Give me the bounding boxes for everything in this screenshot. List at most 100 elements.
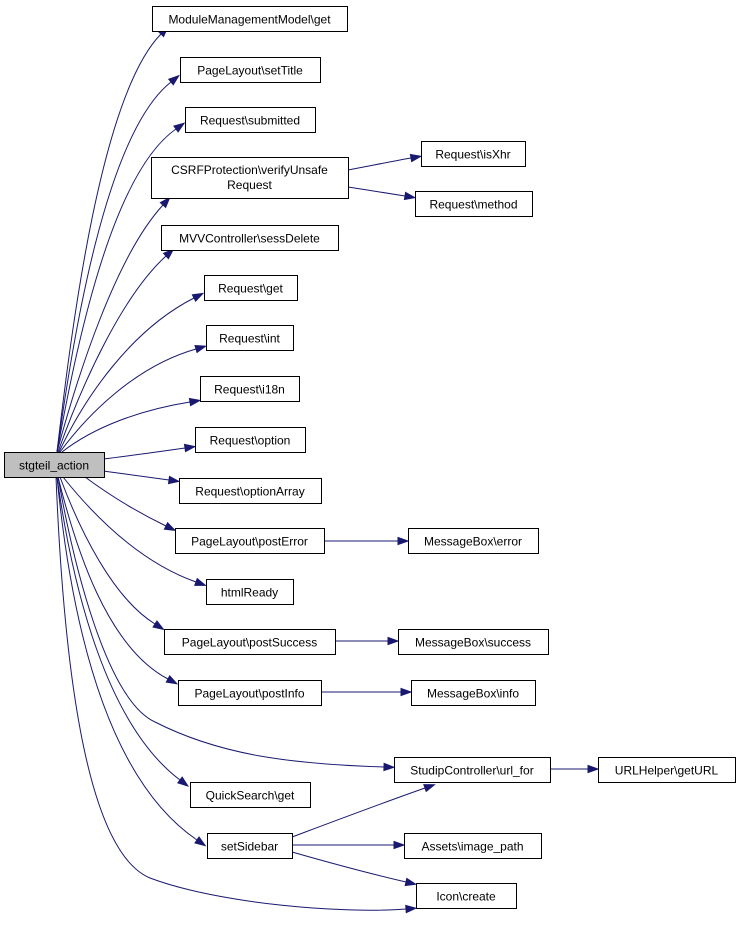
edge-line <box>56 476 198 841</box>
edge-pl_posterror-to-mb_error <box>324 536 410 546</box>
node-box <box>185 107 316 133</box>
node-setsidebar[interactable]: setSidebar <box>207 833 293 859</box>
node-label: Request\isXhr <box>435 148 510 162</box>
node-label: MessageBox\error <box>424 535 522 549</box>
edge-arrowhead <box>152 620 165 631</box>
node-box <box>190 782 311 808</box>
node-label: stgteil_action <box>19 459 89 473</box>
node-assets-imagepath[interactable]: Assets\image_path <box>404 833 542 859</box>
node-mb-error[interactable]: MessageBox\error <box>408 528 539 554</box>
edge-root-to-setsidebar <box>56 476 207 847</box>
node-box <box>415 191 533 217</box>
node-mvc-sessdelete[interactable]: MVVController\sessDelete <box>161 225 339 251</box>
edge-arrowhead <box>397 536 410 546</box>
node-box <box>416 883 517 909</box>
edge-setsidebar-to-icon_create <box>291 851 418 887</box>
node-label: PageLayout\postError <box>191 535 308 549</box>
edge-root-to-req_submitted <box>56 122 186 453</box>
node-req-int[interactable]: Request\int <box>206 325 294 351</box>
node-label: ModuleManagementModel\get <box>168 13 331 27</box>
node-label: Request\method <box>429 198 517 212</box>
node-pl-settitle[interactable]: PageLayout\setTitle <box>180 57 321 83</box>
edge-arrowhead <box>163 521 177 532</box>
edge-line <box>58 297 195 453</box>
node-box <box>4 452 105 478</box>
node-box <box>164 629 336 655</box>
node-box <box>204 275 298 301</box>
edge-root-to-req_i18n <box>61 397 202 453</box>
edge-line <box>56 476 181 781</box>
node-qs-get[interactable]: QuickSearch\get <box>190 782 311 808</box>
node-urlh-geturl[interactable]: URLHelper\getURL <box>598 757 736 783</box>
node-sc-urlfor[interactable]: StudipController\url_for <box>394 757 551 783</box>
edge-line <box>55 476 407 911</box>
node-icon-create[interactable]: Icon\create <box>416 883 517 909</box>
node-box <box>411 680 536 706</box>
edge-arrowhead <box>167 475 181 485</box>
edge-arrowhead <box>423 784 436 793</box>
node-pl-posterror[interactable]: PageLayout\postError <box>175 528 325 554</box>
node-box <box>207 833 293 859</box>
node-req-get[interactable]: Request\get <box>204 275 298 301</box>
node-label: QuickSearch\get <box>206 789 295 803</box>
node-req-option[interactable]: Request\option <box>195 427 306 453</box>
edge-root-to-htmlready <box>62 476 207 586</box>
edge-line <box>291 787 426 838</box>
edge-line <box>347 157 412 171</box>
node-req-optionarray[interactable]: Request\optionArray <box>179 478 322 504</box>
node-label: Request\i18n <box>214 383 285 397</box>
node-box <box>179 478 322 504</box>
edge-arrowhead <box>409 153 423 163</box>
node-box <box>404 833 542 859</box>
node-req-i18n[interactable]: Request\i18n <box>200 376 300 402</box>
edge-sc_urlfor-to-urlh_geturl <box>550 764 600 774</box>
edge-root-to-icon_create <box>55 476 418 914</box>
node-label: CSRFProtection\verifyUnsafe <box>171 163 328 177</box>
edge-root-to-sc_urlfor <box>57 476 396 772</box>
node-box <box>180 57 321 83</box>
edge-arrowhead <box>188 397 202 407</box>
edge-root-to-pl_postsuccess <box>59 476 165 631</box>
node-box <box>195 427 306 453</box>
node-label: Icon\create <box>436 890 496 904</box>
node-req-isxhr[interactable]: Request\isXhr <box>421 141 526 167</box>
edge-arrowhead <box>194 344 208 354</box>
edge-line <box>56 33 162 453</box>
edge-arrowhead <box>403 191 417 201</box>
node-box <box>200 376 300 402</box>
edge-arrowhead <box>387 636 400 646</box>
node-box <box>398 629 549 655</box>
node-label: Request\int <box>219 332 280 346</box>
node-label: PageLayout\setTitle <box>197 64 303 78</box>
edge-root-to-mvc_sessdelete <box>57 248 175 453</box>
edge-line <box>62 476 197 583</box>
node-req-submitted[interactable]: Request\submitted <box>185 107 316 133</box>
edge-root-to-qs_get <box>56 476 190 787</box>
edge-arrowhead <box>194 577 207 586</box>
node-label: MVVController\sessDelete <box>179 232 320 246</box>
edge-root-to-pl_posterror <box>84 476 177 532</box>
node-label: StudipController\url_for <box>410 764 533 778</box>
edge-csrf-to-req_method <box>347 186 417 201</box>
edge-arrowhead <box>393 840 406 850</box>
node-label: MessageBox\info <box>427 687 519 701</box>
node-mb-success[interactable]: MessageBox\success <box>398 629 549 655</box>
node-box <box>175 528 325 554</box>
edge-arrowhead <box>173 122 186 133</box>
edge-root-to-req_optionarray <box>102 470 181 485</box>
node-box <box>394 757 551 783</box>
node-box <box>206 325 294 351</box>
node-req-method[interactable]: Request\method <box>415 191 533 217</box>
node-label: Request\get <box>218 282 283 296</box>
node-label: MessageBox\success <box>415 636 531 650</box>
node-htmlready[interactable]: htmlReady <box>206 579 294 605</box>
node-root[interactable]: stgteil_action <box>4 452 105 478</box>
edge-root-to-pl_settitle <box>56 74 180 453</box>
node-box <box>152 6 348 32</box>
edge-arrowhead <box>404 877 418 887</box>
node-pl-postinfo[interactable]: PageLayout\postInfo <box>178 680 322 706</box>
node-mm-get[interactable]: ModuleManagementModel\get <box>152 6 348 32</box>
node-mb-info[interactable]: MessageBox\info <box>411 680 536 706</box>
node-pl-postsuccess[interactable]: PageLayout\postSuccess <box>164 629 336 655</box>
